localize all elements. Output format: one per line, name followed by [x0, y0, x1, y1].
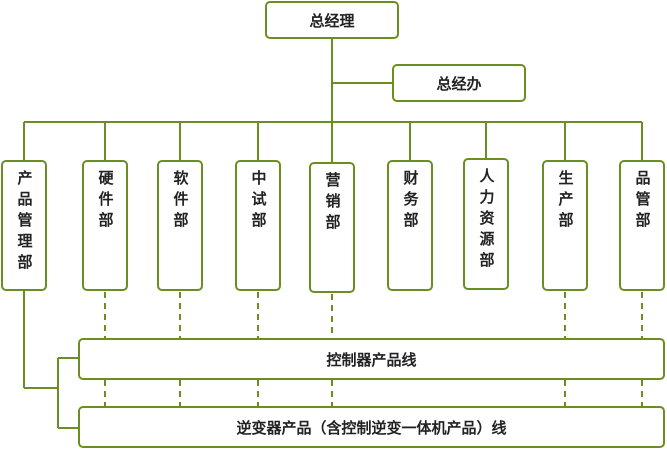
dept-label: 品管部 [633, 170, 652, 233]
dept-label: 产品管理部 [15, 170, 34, 275]
dept-box-hr: 人力资源部 [463, 158, 509, 290]
dept-label: 软件部 [171, 170, 190, 233]
dept-label: 生产部 [556, 170, 575, 233]
dept-box-software: 软件部 [157, 160, 203, 291]
product-line-label: 控制器产品线 [326, 350, 417, 369]
dept-box-marketing: 营销部 [309, 162, 355, 293]
dept-box-quality: 品管部 [619, 160, 665, 291]
ceo-office-box: 总经办 [392, 64, 526, 102]
dept-label: 人力资源部 [477, 168, 496, 273]
dept-label: 财务部 [401, 170, 420, 233]
dept-label: 硬件部 [96, 170, 115, 233]
dept-label: 营销部 [323, 172, 342, 235]
ceo-box: 总经理 [265, 1, 399, 39]
dept-box-production: 生产部 [542, 160, 588, 291]
product-line-label: 逆变器产品（含控制逆变一体机产品）线 [236, 418, 507, 437]
ceo-label: 总经理 [309, 11, 355, 30]
product-line-box-inverter: 逆变器产品（含控制逆变一体机产品）线 [78, 406, 665, 448]
dept-label: 中试部 [249, 170, 268, 233]
dept-box-finance: 财务部 [387, 160, 433, 291]
ceo-office-label: 总经办 [436, 74, 482, 93]
dept-box-product-management: 产品管理部 [1, 160, 47, 291]
dept-box-pilot-test: 中试部 [235, 160, 281, 291]
dept-box-hardware: 硬件部 [82, 160, 128, 291]
product-line-box-controller: 控制器产品线 [78, 338, 665, 380]
